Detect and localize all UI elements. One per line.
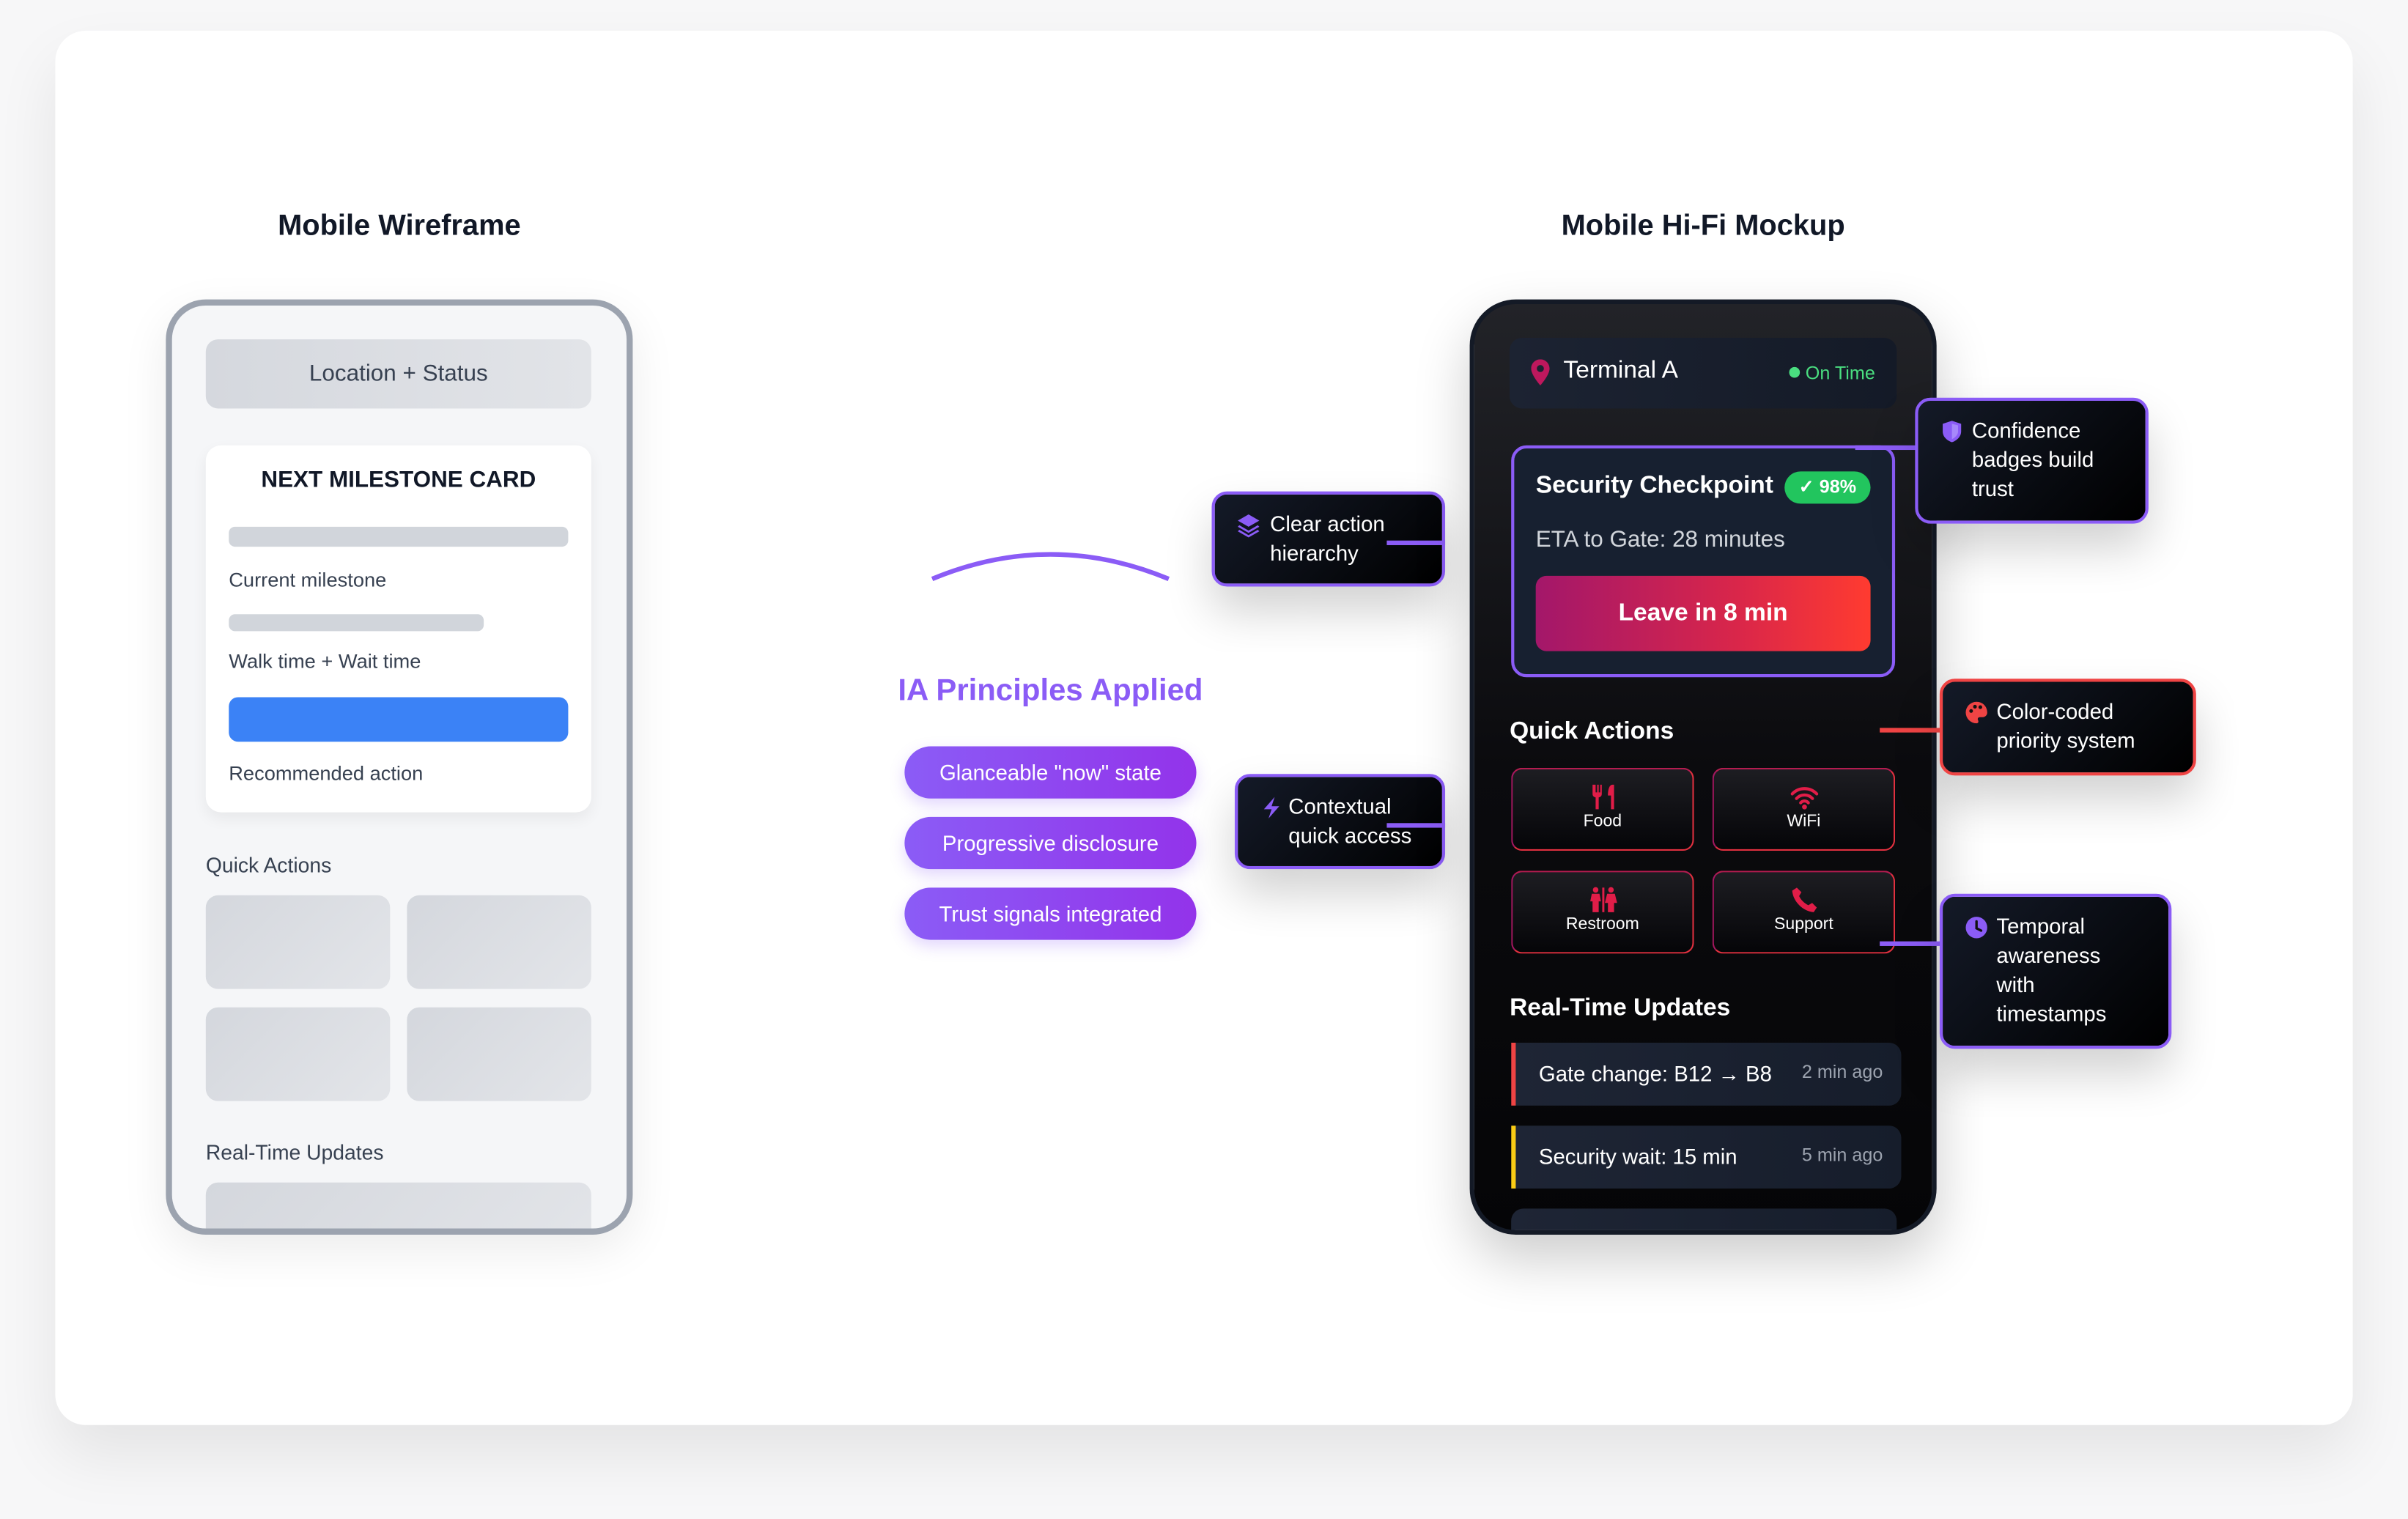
recommended-action-button[interactable]	[229, 697, 569, 742]
hifi-phone: Terminal A On Time Security Checkpoint ✓…	[1469, 299, 1937, 1235]
placeholder-bar	[229, 614, 484, 632]
arc-connector	[931, 552, 1170, 581]
callout-text: Temporal awareness with timestamps	[1996, 913, 2107, 1026]
shield-icon	[1943, 421, 1962, 443]
update-item[interactable]: Gate change: B12 → B8 2 min ago	[1511, 1042, 1902, 1106]
update-item[interactable]: Security wait: 15 min 5 min ago	[1511, 1126, 1902, 1189]
bolt-icon	[1263, 797, 1279, 819]
callout-temporal: Temporal awareness with timestamps	[1939, 893, 2172, 1049]
quick-action-placeholder	[205, 895, 391, 989]
wireframe-quick-actions-label: Quick Actions	[205, 854, 332, 877]
check-icon: ✓	[1798, 476, 1820, 498]
callout-text: Clear action hierarchy	[1270, 511, 1385, 566]
wireframe-location-bar: Location + Status	[205, 339, 591, 409]
tile-label: WiFi	[1787, 812, 1821, 831]
placeholder-bar	[229, 526, 569, 547]
wireframe-updates-label: Real-Time Updates	[205, 1141, 384, 1164]
callout-contextual: Contextual quick access	[1234, 774, 1446, 870]
walk-wait-label: Walk time + Wait time	[229, 649, 421, 673]
wireframe-phone: Location + Status NEXT MILESTONE CARD Cu…	[166, 299, 633, 1235]
callout-confidence: Confidence badges build trust	[1915, 397, 2149, 524]
current-milestone-label: Current milestone	[229, 568, 387, 591]
quick-action-wifi[interactable]: WiFi	[1712, 767, 1896, 851]
layers-icon	[1238, 514, 1260, 538]
update-timestamp: 2 min ago	[1801, 1061, 1883, 1083]
principle-pill: Progressive disclosure	[904, 816, 1197, 870]
updates-title: Real-Time Updates	[1510, 995, 1731, 1021]
callout-text: Contextual quick access	[1288, 794, 1412, 848]
tile-label: Restroom	[1565, 915, 1639, 934]
terminal-label: Terminal A	[1563, 358, 1678, 384]
clock-icon	[1965, 917, 1987, 939]
phone-icon	[1791, 887, 1817, 912]
connector-line	[1880, 941, 1941, 946]
quick-action-food[interactable]: Food	[1511, 767, 1694, 851]
callout-clear-action: Clear action hierarchy	[1211, 491, 1446, 587]
eta-text: ETA to Gate: 28 minutes	[1535, 526, 1785, 553]
wireframe-title: Mobile Wireframe	[278, 210, 521, 243]
confidence-badge: ✓ 98%	[1784, 471, 1871, 504]
restroom-icon	[1589, 887, 1617, 912]
tile-label: Food	[1583, 812, 1622, 831]
wifi-icon	[1790, 787, 1818, 810]
update-text: Gate change: B12 → B8	[1538, 1061, 1772, 1086]
recommended-action-label: Recommended action	[229, 761, 424, 785]
update-placeholder	[205, 1182, 591, 1229]
connector-line	[1386, 823, 1446, 828]
hifi-title: Mobile Hi-Fi Mockup	[1561, 210, 1845, 243]
status-badge: On Time	[1788, 362, 1875, 384]
update-timestamp: 5 min ago	[1801, 1144, 1883, 1166]
tile-label: Support	[1774, 915, 1833, 934]
principle-pill: Trust signals integrated	[904, 887, 1197, 940]
callout-color-coded: Color-coded priority system	[1939, 679, 2196, 776]
principle-pill: Glanceable "now" state	[904, 746, 1197, 799]
quick-action-placeholder	[407, 895, 591, 989]
update-item-partial	[1511, 1208, 1897, 1230]
update-text: Security wait: 15 min	[1538, 1144, 1737, 1169]
milestone-card-heading: NEXT MILESTONE CARD	[261, 467, 536, 493]
connector-line	[1386, 540, 1446, 545]
quick-actions-title: Quick Actions	[1510, 718, 1674, 745]
palette-icon	[1965, 701, 1987, 724]
leave-button[interactable]: Leave in 8 min	[1535, 575, 1871, 651]
principles-title: IA Principles Applied	[898, 674, 1203, 709]
status-dot-icon	[1788, 366, 1800, 378]
security-checkpoint-card: Security Checkpoint ✓ 98% ETA to Gate: 2…	[1511, 445, 1896, 678]
quick-action-restroom[interactable]: Restroom	[1511, 871, 1694, 954]
connector-line	[1855, 445, 1917, 451]
location-header: Terminal A On Time	[1510, 338, 1897, 409]
map-pin-icon	[1531, 359, 1550, 386]
wireframe-milestone-card: NEXT MILESTONE CARD Current milestone Wa…	[205, 445, 591, 813]
quick-action-placeholder	[205, 1007, 391, 1101]
callout-text: Confidence badges build trust	[1971, 418, 2094, 501]
callout-text: Color-coded priority system	[1996, 698, 2135, 753]
connector-line	[1880, 728, 1941, 733]
checkpoint-title: Security Checkpoint	[1535, 473, 1773, 500]
status-text: On Time	[1805, 362, 1875, 384]
quick-action-support[interactable]: Support	[1712, 871, 1896, 954]
utensils-icon	[1592, 784, 1614, 810]
confidence-value: 98%	[1819, 476, 1857, 498]
quick-action-placeholder	[407, 1007, 591, 1101]
